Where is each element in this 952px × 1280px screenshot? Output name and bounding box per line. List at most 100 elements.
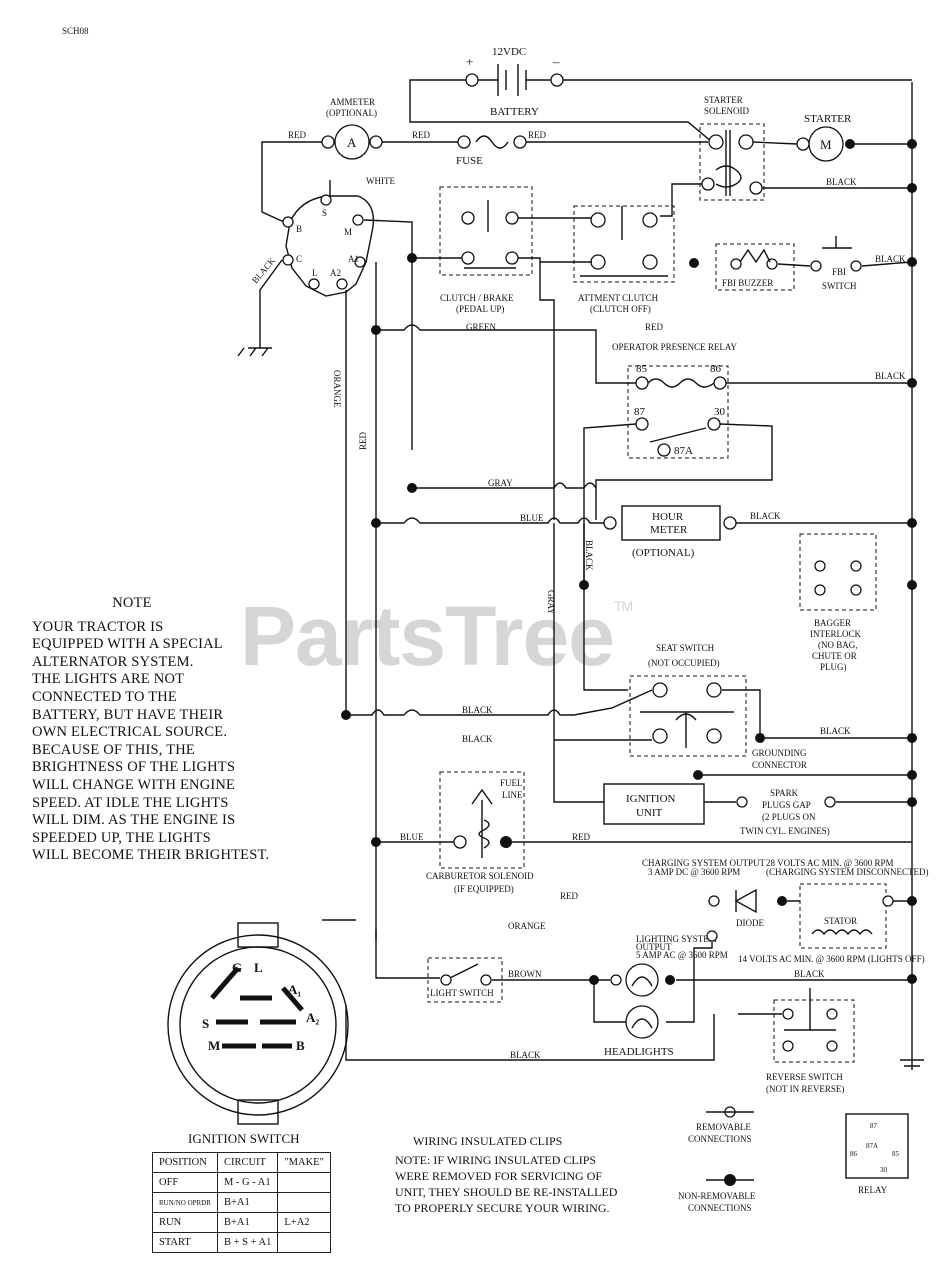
switch-term-a1: A1 xyxy=(348,254,359,264)
fbi-switch-label: FBI xyxy=(832,267,846,277)
starter-label: STARTER xyxy=(804,113,852,125)
spark-label-4: TWIN CYL. ENGINES) xyxy=(740,826,830,836)
wire-label-orange-1: ORANGE xyxy=(332,370,342,408)
ammeter-optional: (OPTIONAL) xyxy=(326,108,377,118)
note-line: WILL CHANGE WITH ENGINE xyxy=(32,776,236,793)
wire-label-brown: BROWN xyxy=(508,969,542,979)
ignition-unit: IGNITION UNIT xyxy=(603,783,705,825)
clips-note: WIRING INSULATED CLIPS NOTE: IF WIRING I… xyxy=(395,1133,617,1216)
nonremovable-label-2: CONNECTIONS xyxy=(688,1203,752,1213)
table-cell: B + S + A1 xyxy=(216,1232,279,1253)
green-wire xyxy=(375,262,640,384)
bagger-interlock: BAGGER INTERLOCK (NO BAG, CHUTE OR PLUG) xyxy=(799,533,877,672)
note-line: WILL BECOME THEIR BRIGHTEST. xyxy=(32,847,270,864)
wire-label-red-4: RED xyxy=(645,322,664,332)
carb-junction xyxy=(371,837,381,847)
wire-label-white: WHITE xyxy=(366,176,395,186)
hour-meter-vertical xyxy=(553,523,604,803)
table-header: POSITION xyxy=(152,1152,218,1173)
relay-pin-87: 87 xyxy=(634,406,646,418)
light-switch-label: LIGHT SWITCH xyxy=(430,988,494,998)
wire-label-red-5: RED xyxy=(358,431,368,450)
ammeter: A AMMETER (OPTIONAL) xyxy=(321,97,383,160)
battery-voltage: 12VDC xyxy=(492,46,526,58)
battery-plus: + xyxy=(466,54,473,69)
wire-label-black-2: BLACK xyxy=(250,255,278,285)
ignition-switch-face: G L A₁ A₂ S M B IGNITION SWITCH xyxy=(167,922,349,1146)
headlights-label: HEADLIGHTS xyxy=(604,1046,674,1058)
volts-14-label: 14 VOLTS AC MIN. @ 3600 RPM (LIGHTS OFF) xyxy=(738,954,925,964)
wire-label-black-7: BLACK xyxy=(462,705,493,715)
wire-label-gray-2: GRAY xyxy=(546,590,556,615)
seat-switch: SEAT SWITCH (NOT OCCUPIED) xyxy=(629,643,747,757)
wire-label-red-7: RED xyxy=(560,891,579,901)
headlights: HEADLIGHTS xyxy=(604,963,675,1058)
ground-bus-dots xyxy=(907,139,917,984)
switch-term-l: L xyxy=(312,268,318,278)
ignition-unit-label: IGNITION xyxy=(626,793,676,805)
wire-label-black-4: BLACK xyxy=(875,371,906,381)
table-cell: OFF xyxy=(152,1172,218,1193)
reverse-black-wire xyxy=(345,1005,782,1061)
lighting-output-label: LIGHTING SYSTEM xyxy=(636,934,717,944)
table-row: OFF M - G - A1 xyxy=(152,1172,331,1193)
hour-meter-label-2: METER xyxy=(650,524,688,536)
bagger-label-5: PLUG) xyxy=(820,662,847,672)
table-cell: L+A2 xyxy=(277,1212,331,1233)
fbi-buzzer-label: FBI BUZZER xyxy=(722,278,773,288)
fbi-buzzer: FBI BUZZER xyxy=(715,243,795,291)
ignition-ground-dot xyxy=(693,770,703,780)
note-line: YOUR TRACTOR IS xyxy=(32,618,164,635)
relay-icon-30: 30 xyxy=(880,1166,888,1174)
spark-plugs: SPARK PLUGS GAP (2 PLUGS ON TWIN CYL. EN… xyxy=(736,788,836,836)
ammeter-wire xyxy=(261,141,322,223)
note-line: BECAUSE OF THIS, THE xyxy=(32,741,195,758)
wire-label-red-1: RED xyxy=(288,130,307,140)
lighting-output: LIGHTING SYSTEM OUTPUT 5 AMP AC @ 3600 R… xyxy=(636,930,925,964)
relay-icon: 87 87A 30 86 85 RELAY xyxy=(845,1113,909,1195)
bagger-label-4: CHUTE OR xyxy=(812,651,857,661)
wire-label-orange-2: ORANGE xyxy=(508,921,546,931)
ign-term-s: S xyxy=(202,1016,209,1031)
starter-wire xyxy=(752,141,912,145)
operator-presence-relay: 85 86 87 30 87A OPERATOR PRESENCE RELAY xyxy=(612,342,738,459)
wire-label-red-6: RED xyxy=(572,832,591,842)
reverse-switch: REVERSE SWITCH (NOT IN REVERSE) xyxy=(766,988,855,1094)
bagger-label-2: INTERLOCK xyxy=(810,629,861,639)
note-line: BRIGHTNESS OF THE LIGHTS xyxy=(32,759,236,776)
ign-term-a2: A₂ xyxy=(306,1010,319,1025)
relay-pin-30: 30 xyxy=(714,406,726,418)
alternator-note: NOTE YOUR TRACTOR IS EQUIPPED WITH A SPE… xyxy=(32,595,302,865)
seat-switch-occupied: (NOT OCCUPIED) xyxy=(648,658,720,668)
stator-label: STATOR xyxy=(824,916,857,926)
fuse: FUSE xyxy=(456,135,527,167)
table-row: RUN/NO OPRDR B+A1 xyxy=(152,1192,331,1213)
ammeter-symbol: A xyxy=(347,135,357,150)
ign-term-g: G xyxy=(232,960,242,975)
note-line: SPEEDED UP, THE LIGHTS xyxy=(32,829,211,846)
clips-note-line: WERE REMOVED FOR SERVICING OF xyxy=(395,1169,603,1183)
ground-bus-symbol xyxy=(900,1059,924,1067)
blue-junction xyxy=(371,518,381,528)
charging-output-label-2: 3 AMP DC @ 3600 RPM xyxy=(648,867,740,877)
wire-label-black-9: BLACK xyxy=(820,726,851,736)
connection-legend: REMOVABLE CONNECTIONS NON-REMOVABLE CONN… xyxy=(678,1106,756,1213)
table-cell: RUN/NO OPRDR xyxy=(152,1192,218,1213)
ign-term-l: L xyxy=(254,960,263,975)
wire-label-green: GREEN xyxy=(466,322,496,332)
fuel-label-2: LINE xyxy=(502,790,523,800)
ac-output-label-2: (CHARGING SYSTEM DISCONNECTED) xyxy=(766,867,929,877)
table-cell xyxy=(277,1232,331,1253)
spark-label: SPARK xyxy=(770,788,799,798)
clips-note-line: UNIT, THEY SHOULD BE RE-INSTALLED xyxy=(395,1185,618,1199)
relay-label: OPERATOR PRESENCE RELAY xyxy=(612,342,738,352)
relay-icon-label: RELAY xyxy=(858,1185,888,1195)
ign-switch-title: IGNITION SWITCH xyxy=(188,1131,300,1146)
light-switch: LIGHT SWITCH xyxy=(427,957,503,1003)
wire-label-black-10: BLACK xyxy=(794,969,825,979)
c-ground-wire xyxy=(259,259,283,348)
seat-switch-label: SEAT SWITCH xyxy=(656,643,715,653)
gray-wire xyxy=(412,482,597,489)
